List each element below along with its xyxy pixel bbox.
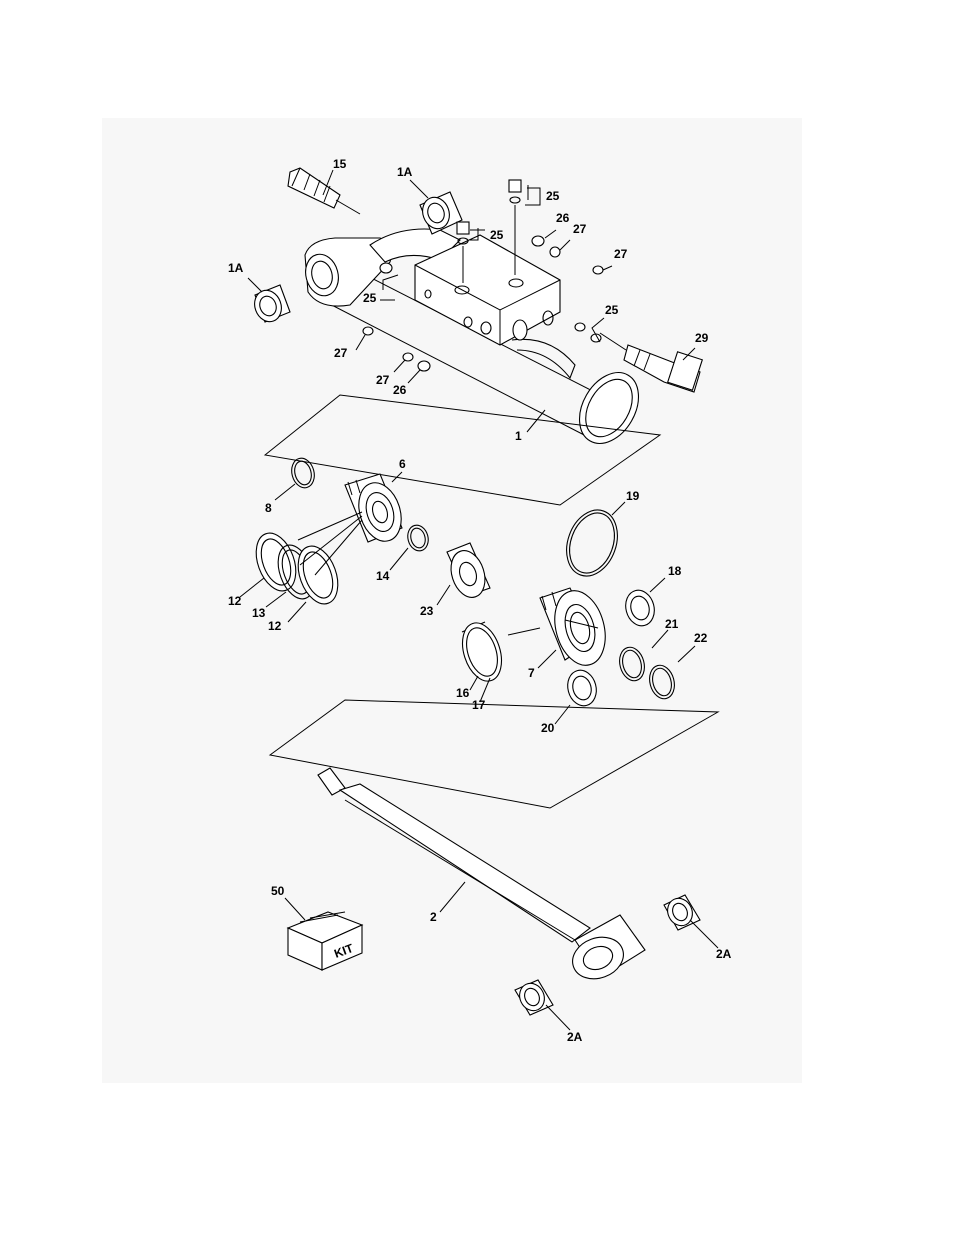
part-8-ring (291, 457, 315, 489)
callout-1a-left: 1A (228, 261, 244, 275)
callout-19: 19 (626, 489, 640, 503)
callout-8: 8 (265, 501, 272, 515)
cylinder-barrel (263, 228, 662, 506)
callout-50: 50 (271, 884, 285, 898)
parts-16-17-seals (461, 621, 503, 682)
part-29-valve-cartridge (599, 332, 704, 393)
callout-26-a: 26 (556, 211, 570, 225)
callout-14: 14 (376, 569, 390, 583)
callout-21: 21 (665, 617, 679, 631)
callout-1: 1 (515, 429, 522, 443)
leader-lines (239, 169, 719, 1031)
part-15-valve-cartridge (287, 167, 361, 215)
callout-26-b: 26 (393, 383, 407, 397)
part-19-oring (566, 509, 618, 577)
callout-27-b: 27 (614, 247, 628, 261)
fittings-25-26-27 (362, 179, 604, 372)
bushing-2a-bottom (514, 979, 554, 1016)
part-14-oring (407, 524, 429, 552)
callout-16: 16 (456, 686, 470, 700)
callout-27-c: 27 (334, 346, 348, 360)
callout-17: 17 (472, 698, 486, 712)
callout-2: 2 (430, 910, 437, 924)
callout-25-b: 25 (490, 228, 504, 242)
callout-27-d: 27 (376, 373, 390, 387)
callout-20: 20 (541, 721, 555, 735)
part-23-spacer (446, 542, 491, 598)
bushing-1a-left (254, 284, 291, 323)
part-2-piston-rod (317, 767, 646, 980)
callout-29: 29 (695, 331, 709, 345)
callout-2a-right: 2A (716, 947, 732, 961)
callout-labels: 15 1A 1A 25 25 25 25 26 26 27 27 27 27 2… (228, 157, 732, 1044)
callout-15: 15 (333, 157, 347, 171)
callout-23: 23 (420, 604, 434, 618)
callout-12-b: 12 (268, 619, 282, 633)
callout-13: 13 (252, 606, 266, 620)
bushing-1a-top (419, 191, 463, 235)
callout-22: 22 (694, 631, 708, 645)
callout-7: 7 (528, 666, 535, 680)
assembly-plate-lower (268, 699, 720, 809)
callout-1a-top: 1A (397, 165, 413, 179)
kit-box-label: KIT (332, 941, 356, 961)
callout-2a-bottom: 2A (567, 1030, 583, 1044)
parts-18-20-21-22-seals (567, 589, 675, 707)
part-50-kit-box: KIT (286, 911, 364, 971)
callout-25-d: 25 (605, 303, 619, 317)
callout-12-a: 12 (228, 594, 242, 608)
callout-18: 18 (668, 564, 682, 578)
callout-25-a: 25 (546, 189, 560, 203)
part-7-head (539, 587, 606, 666)
callout-6: 6 (399, 457, 406, 471)
part-6-piston (344, 473, 403, 543)
callout-27-a: 27 (573, 222, 587, 236)
callout-25-c: 25 (363, 291, 377, 305)
